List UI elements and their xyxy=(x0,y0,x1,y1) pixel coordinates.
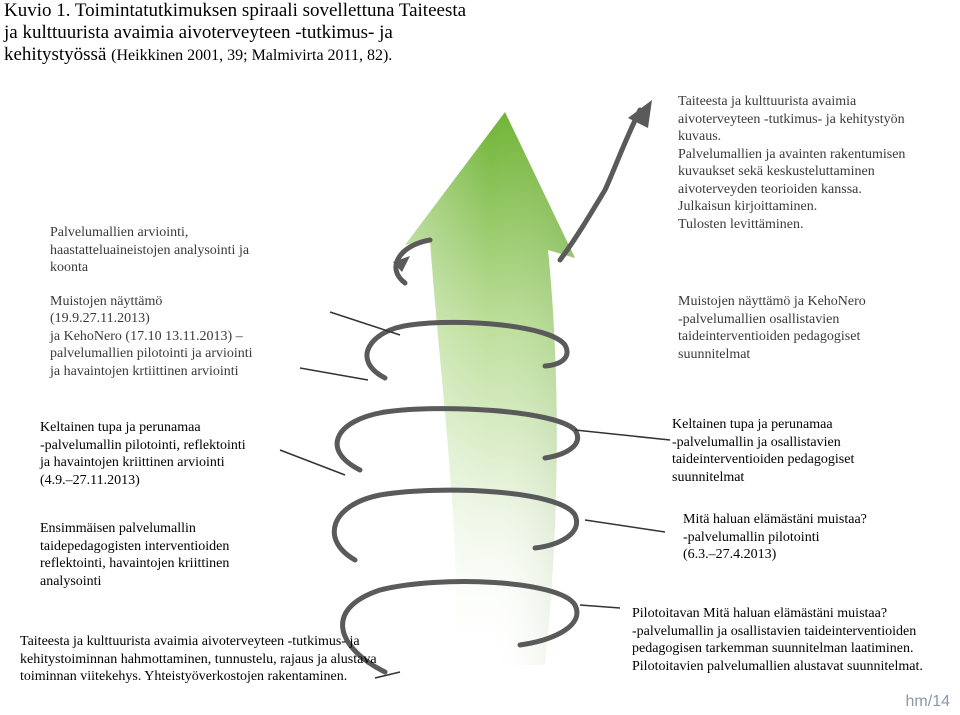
text-line: analysointi xyxy=(40,573,102,589)
right-text-keltainen-tupa: Keltainen tupa ja perunamaa -palvelumall… xyxy=(672,416,854,486)
spiral-arrowhead-left xyxy=(393,256,410,272)
left-text-evaluation: Palvelumallien arviointi, haastatteluain… xyxy=(50,224,253,380)
text-line: ja havaintojen kriittinen arviointi xyxy=(40,455,225,470)
text-line: taideinterventioiden pedagogiset xyxy=(672,452,855,467)
figure-title: Kuvio 1. Toimintatutkimuksen spiraali so… xyxy=(4,0,604,67)
text-line: Taiteesta ja kulttuurista avaimia aivote… xyxy=(20,634,360,649)
text-line: (19.9.27.11.2013) xyxy=(50,311,150,326)
text-line: Ensimmäisen palvelumallin xyxy=(40,521,196,536)
connector-lines xyxy=(279,311,671,679)
text-line: Tulosten levittäminen. xyxy=(678,216,804,232)
text-line: ja KehoNero (17.10 13.11.2013) – xyxy=(50,328,243,344)
text-line: kuvaus. xyxy=(678,129,722,144)
title-line-2: ja kulttuurista avaimia aivoterveyteen -… xyxy=(4,22,393,43)
text-line: kuvaukset sekä keskusteluttaminen xyxy=(678,164,875,179)
text-line: ja havaintojen krtiittinen arviointi xyxy=(50,363,239,379)
text-line: Muistojen näyttämö xyxy=(50,293,163,309)
text-line: -palvelumallin ja osallistavien taideint… xyxy=(632,623,917,639)
text-line: Keltainen tupa ja perunamaa xyxy=(672,417,833,432)
spiral-arrowhead-right xyxy=(628,100,652,128)
text-line: palvelumallien pilotointi ja arviointi xyxy=(50,346,253,361)
text-line: toiminnan viitekehys. Yhteistyöverkostoj… xyxy=(20,669,348,684)
text-line: aivoterveyden teorioiden kanssa. xyxy=(678,181,862,197)
text-line: koonta xyxy=(50,260,89,275)
text-line: Julkaisun kirjoittaminen. xyxy=(678,199,818,214)
right-text-pilot-plan: Pilotoitavan Mitä haluan elämästäni muis… xyxy=(632,605,923,675)
text-line: Muistojen näyttämö ja KehoNero xyxy=(678,294,866,309)
right-text-mita-haluan: Mitä haluan elämästäni muistaa? -palvelu… xyxy=(683,511,867,564)
text-line: -palvelumallin pilotointi xyxy=(683,529,820,545)
text-line: reflektointi, havaintojen kriittinen xyxy=(40,556,230,571)
text-line: -palvelumallien osallistavien xyxy=(678,311,840,327)
text-line: Keltainen tupa ja perunamaa xyxy=(40,420,201,435)
text-line: Pilotoitavien palvelumallien alustavat s… xyxy=(632,658,923,674)
left-text-keltainen-tupa: Keltainen tupa ja perunamaa -palvelumall… xyxy=(40,419,246,489)
text-line: Taiteesta ja kulttuurista avaimia xyxy=(678,94,857,109)
text-line: suunnitelmat xyxy=(678,346,751,362)
text-line: Pilotoitavan Mitä haluan elämästäni muis… xyxy=(632,606,888,621)
title-citation: (Heikkinen 2001, 39; Malmivirta 2011, 82… xyxy=(111,47,393,64)
right-text-description: Taiteesta ja kulttuurista avaimia aivote… xyxy=(678,93,905,233)
page-number: hm/14 xyxy=(905,693,950,710)
right-text-muistojen-nayttamo: Muistojen näyttämö ja KehoNero -palvelum… xyxy=(678,293,866,363)
spiral-line xyxy=(331,107,643,675)
text-line: (6.3.–27.4.2013) xyxy=(683,547,777,562)
text-line: -palvelumallin pilotointi, reflektointi xyxy=(40,437,246,453)
left-text-first-service-model: Ensimmäisen palvelumallin taidepedagogis… xyxy=(40,520,229,590)
text-line: haastatteluaineistojen analysointi ja xyxy=(50,242,250,258)
text-line: aivoterveyteen -tutkimus- ja kehitystyön xyxy=(678,111,905,127)
title-line-1: Kuvio 1. Toimintatutkimuksen spiraali so… xyxy=(4,0,467,21)
text-line: (4.9.–27.11.2013) xyxy=(40,472,140,488)
text-line: Palvelumallien arviointi, xyxy=(50,225,189,240)
left-text-framework: Taiteesta ja kulttuurista avaimia aivote… xyxy=(20,633,377,686)
growth-arrow-shade xyxy=(405,112,575,665)
title-line-3-main: kehitystyössä xyxy=(4,44,107,65)
text-line: pedagogisen tarkemman suunnitelman laati… xyxy=(632,641,914,656)
text-line: suunnitelmat xyxy=(672,469,745,485)
text-line: kehitystoiminnan hahmottaminen, tunnuste… xyxy=(20,651,377,667)
text-line: Palvelumallien ja avainten rakentumisen xyxy=(678,146,906,162)
text-line: -palvelumallin ja osallistavien xyxy=(672,434,841,450)
text-line: taideinterventioiden pedagogiset xyxy=(678,329,861,344)
title-line-3: kehitystyössä (Heikkinen 2001, 39; Malmi… xyxy=(4,44,604,67)
text-line: Mitä haluan elämästäni muistaa? xyxy=(683,512,867,527)
text-line: taidepedagogisten interventioiden xyxy=(40,538,230,554)
